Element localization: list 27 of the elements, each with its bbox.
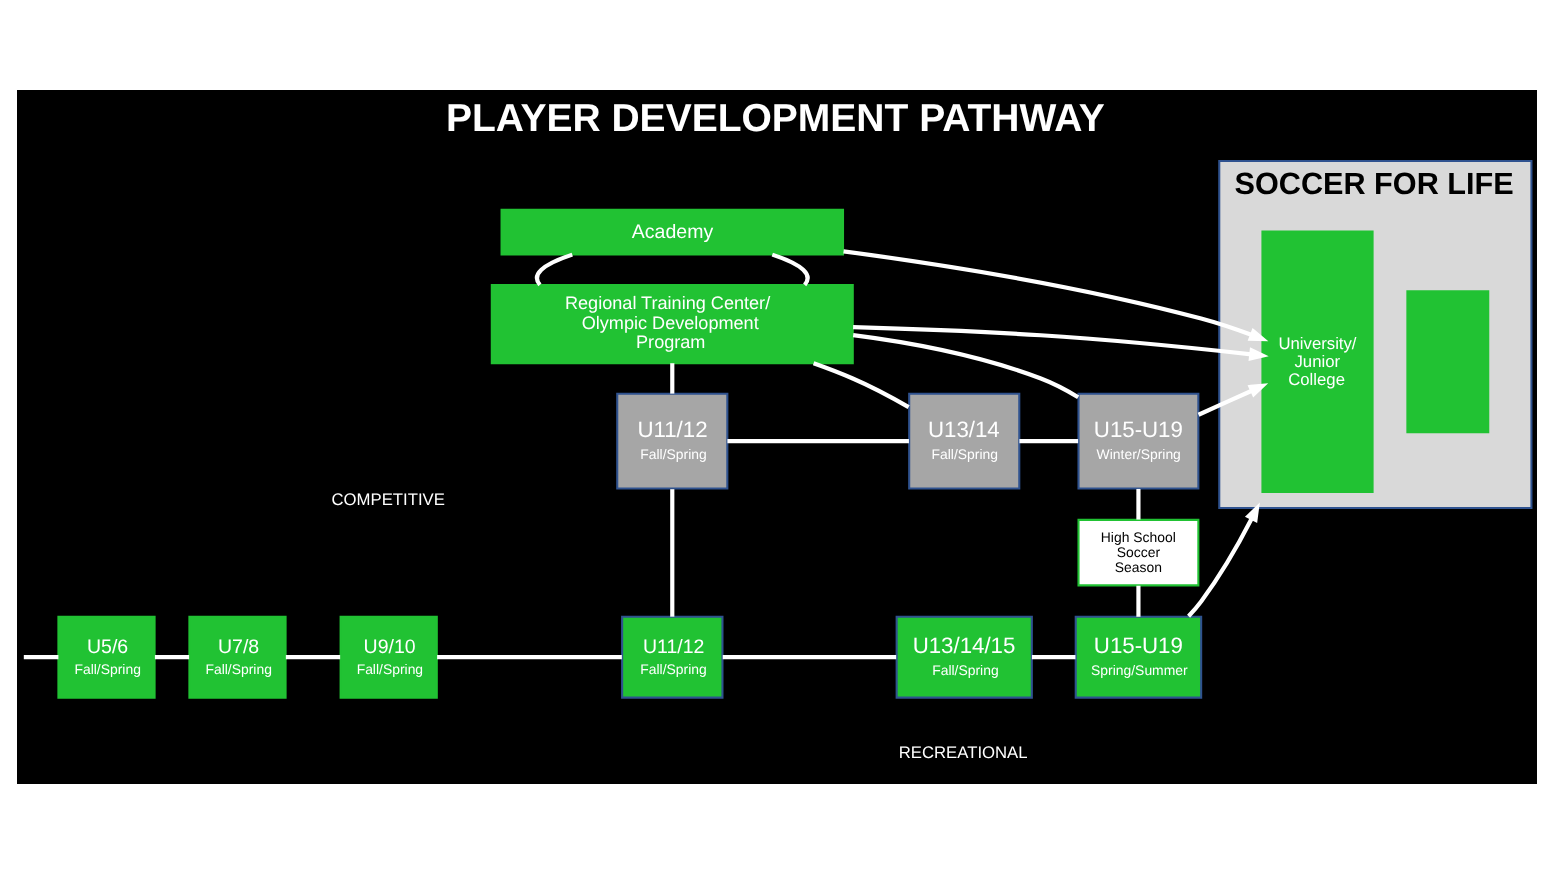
connector	[1031, 654, 1076, 659]
connector	[437, 654, 622, 659]
node-box: Academy	[500, 207, 845, 255]
connector	[771, 251, 810, 286]
node-box: Regional Training Center/ Olympic Development Program	[490, 283, 854, 364]
diagram-title: PLAYER DEVELOPMENT PATHWAY	[446, 95, 1105, 140]
connector	[852, 332, 1080, 398]
label: COMPETITIVE	[331, 488, 445, 509]
connector	[670, 488, 675, 616]
connector	[670, 362, 675, 393]
connector	[722, 654, 897, 659]
connector	[812, 360, 910, 408]
label: RECREATIONAL	[898, 740, 1028, 761]
connector	[1136, 584, 1141, 616]
node-box: University/Junior College	[1261, 229, 1374, 493]
arrow	[1187, 501, 1260, 617]
connector	[727, 438, 909, 443]
node-box	[1406, 289, 1490, 433]
arrow	[843, 248, 1269, 341]
connector	[23, 654, 59, 659]
connector	[534, 251, 573, 286]
connector	[1136, 487, 1141, 519]
arrow	[853, 324, 1269, 360]
connector	[1019, 438, 1079, 443]
connector	[154, 654, 190, 659]
connector	[285, 654, 341, 659]
arrow	[1197, 382, 1269, 416]
